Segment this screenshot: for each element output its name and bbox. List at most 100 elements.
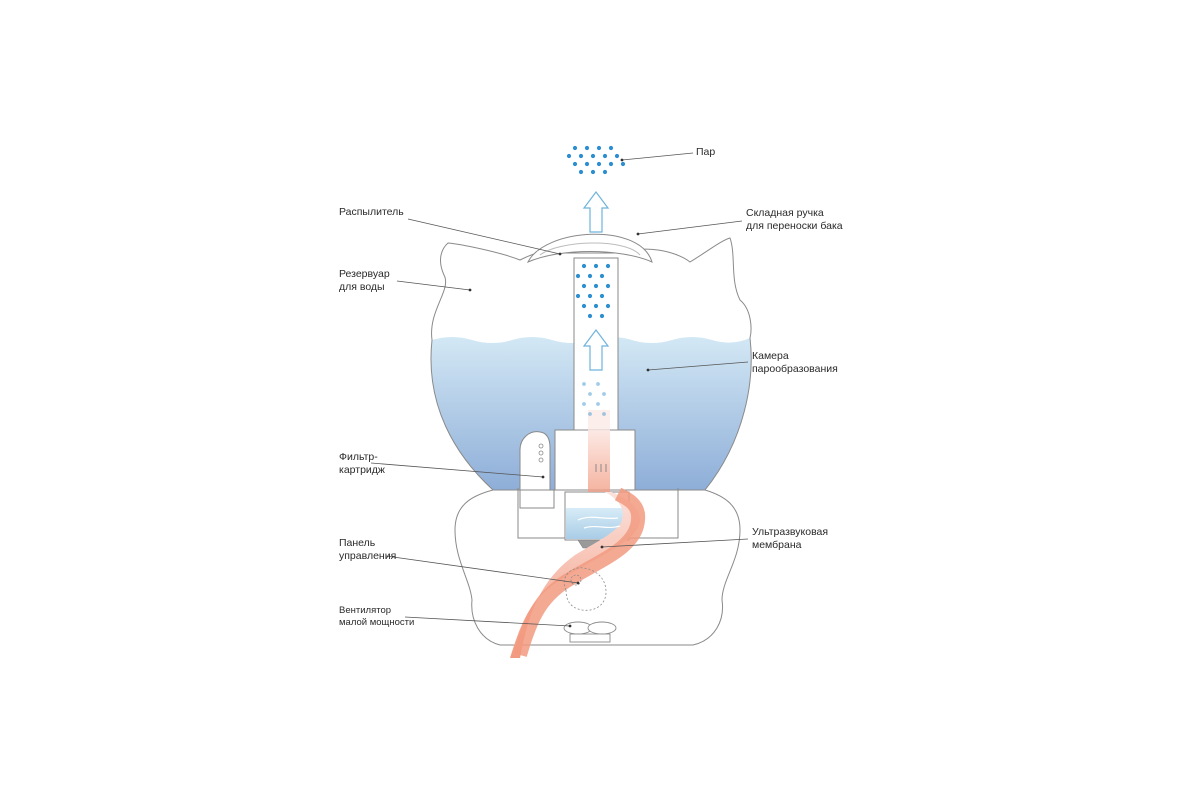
steam-dot [578, 153, 584, 159]
label-sprayer-text: Распылитель [339, 206, 404, 218]
handle-dome [526, 233, 653, 264]
label-filter-line2: картридж [339, 464, 385, 476]
steam-dot [602, 169, 608, 175]
steam-dot [584, 161, 590, 167]
label-membrane-line2: мембрана [752, 539, 802, 551]
steam-dot [590, 169, 596, 175]
filter-dot [538, 457, 544, 463]
label-panel-line2: управления [339, 550, 397, 562]
label-reservoir: Резервуар для воды [339, 268, 390, 294]
steam-dot [584, 145, 590, 151]
steam-dot [581, 263, 587, 269]
leader-lines [370, 152, 749, 627]
steam-dot [588, 392, 592, 396]
airflow-rise-top [588, 410, 610, 432]
steam-dot [581, 283, 587, 289]
steam-dot [593, 303, 599, 309]
label-chamber-line1: Камера [752, 350, 789, 362]
control-panel [563, 567, 607, 611]
steam-dot [602, 412, 606, 416]
control-button [570, 574, 582, 586]
label-steam-text: Пар [696, 146, 716, 158]
leader-end-dots [468, 158, 650, 628]
label-panel-line1: Панель [339, 537, 376, 549]
leader-membrane [601, 538, 749, 548]
label-panel: Панель управления [339, 537, 396, 563]
airflow-rise [588, 430, 610, 492]
label-filter-line1: Фильтр- [339, 451, 378, 463]
leader-handle [637, 220, 743, 235]
steam-dot [572, 145, 578, 151]
label-handle: Складная ручка для переноски бака [746, 207, 843, 233]
steam-swirl [583, 525, 621, 529]
steam-dot [605, 263, 611, 269]
label-fan: Вентилятор малой мощности [339, 605, 414, 629]
steam-dot [590, 153, 596, 159]
airflow-core [513, 487, 646, 657]
steam-dot [588, 412, 592, 416]
label-chamber: Камера парообразования [752, 350, 838, 376]
label-membrane: Ультразвуковая мембрана [752, 526, 828, 552]
steam-dot [596, 161, 602, 167]
steam-dot [596, 382, 600, 386]
steam-dot [605, 303, 611, 309]
steam-dot [582, 402, 586, 406]
leader-filter [370, 462, 544, 478]
leader-steam [621, 152, 694, 161]
handle-inner [539, 242, 641, 256]
steam-dot [608, 145, 614, 151]
steam-dot [587, 273, 593, 279]
steam-dot [593, 283, 599, 289]
label-reservoir-line1: Резервуар [339, 268, 390, 280]
steam-dot [587, 293, 593, 299]
steam-dot [582, 382, 586, 386]
leader-sprayer [407, 218, 561, 255]
steam-column-dots [575, 263, 611, 319]
filter-dot [538, 450, 544, 456]
steam-dot [593, 263, 599, 269]
leader-chamber [647, 361, 749, 371]
label-sprayer: Распылитель [339, 206, 404, 219]
base-body [454, 489, 741, 646]
steam-dot [599, 273, 605, 279]
steam-dot [602, 153, 608, 159]
steam-swirl [577, 516, 619, 521]
steam-dot [605, 283, 611, 289]
label-chamber-line2: парообразования [752, 363, 838, 375]
label-handle-line2: для переноски бака [746, 220, 843, 232]
steam-dot [599, 313, 605, 319]
fan [563, 621, 617, 643]
steam-dot [608, 161, 614, 167]
leader-reservoir [396, 280, 471, 291]
steam-dot [566, 153, 572, 159]
steam-dot [572, 161, 578, 167]
steam-dot [614, 153, 620, 159]
filter-cartridge [519, 431, 551, 491]
label-filter: Фильтр- картридж [339, 451, 385, 477]
label-steam: Пар [696, 146, 715, 159]
label-handle-line1: Складная ручка [746, 207, 824, 219]
steam-cloud-dots [566, 145, 626, 175]
label-reservoir-line2: для воды [339, 281, 385, 293]
steam-dot [575, 273, 581, 279]
steam-dot [581, 303, 587, 309]
steam-column-dots-faint [582, 382, 606, 416]
steam-dot [587, 313, 593, 319]
steam-dot [599, 293, 605, 299]
steam-arrow-top [582, 191, 610, 233]
steam-dot [578, 169, 584, 175]
steam-dot [620, 161, 626, 167]
filter-base [519, 489, 555, 509]
label-membrane-line1: Ультразвуковая [752, 526, 829, 538]
steam-dot [575, 293, 581, 299]
label-fan-line1: Вентилятор [339, 605, 392, 616]
steam-arrow-column [582, 329, 610, 371]
leader-fan [404, 616, 571, 627]
label-fan-line2: малой мощности [339, 617, 415, 628]
leader-panel [385, 555, 579, 584]
steam-dot [596, 145, 602, 151]
filter-dot [538, 443, 544, 449]
steam-dot [596, 402, 600, 406]
steam-dot [602, 392, 606, 396]
